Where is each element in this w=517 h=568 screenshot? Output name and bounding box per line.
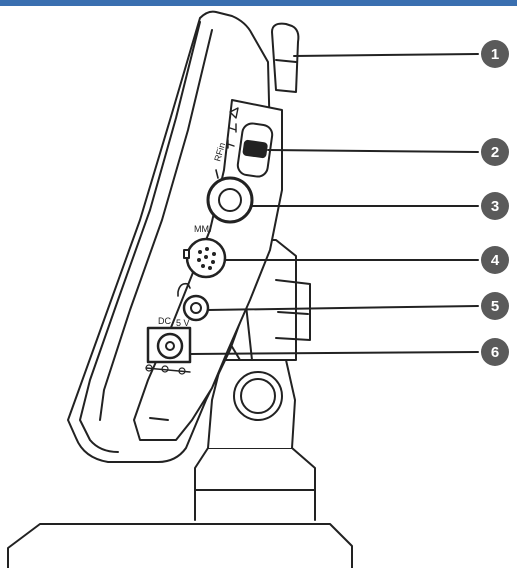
volt-label: 5 V xyxy=(176,318,190,328)
callout-6: 6 xyxy=(481,338,509,366)
callout-4: 4 xyxy=(481,246,509,274)
callout-5: 5 xyxy=(481,292,509,320)
stand-column xyxy=(194,447,316,521)
callout-3: 3 xyxy=(481,192,509,220)
leader-lines xyxy=(189,53,479,355)
header-bar xyxy=(0,0,517,6)
callout-2: 2 xyxy=(481,138,509,166)
dc-power-jack xyxy=(156,332,184,360)
headphone-jack xyxy=(182,294,210,322)
stand-base xyxy=(7,523,353,568)
dc-label: DC xyxy=(158,316,171,326)
mmi-label: MMI xyxy=(194,224,212,234)
svg-text:5: 5 xyxy=(491,298,499,315)
svg-text:6: 6 xyxy=(491,344,499,361)
svg-text:2: 2 xyxy=(491,144,499,161)
svg-text:3: 3 xyxy=(491,198,499,215)
headphone-icon xyxy=(177,282,191,297)
rf-input-jack xyxy=(206,176,254,224)
svg-text:1: 1 xyxy=(491,46,499,63)
svg-text:4: 4 xyxy=(491,252,500,269)
callout-1: 1 xyxy=(481,40,509,68)
antenna xyxy=(271,22,300,93)
